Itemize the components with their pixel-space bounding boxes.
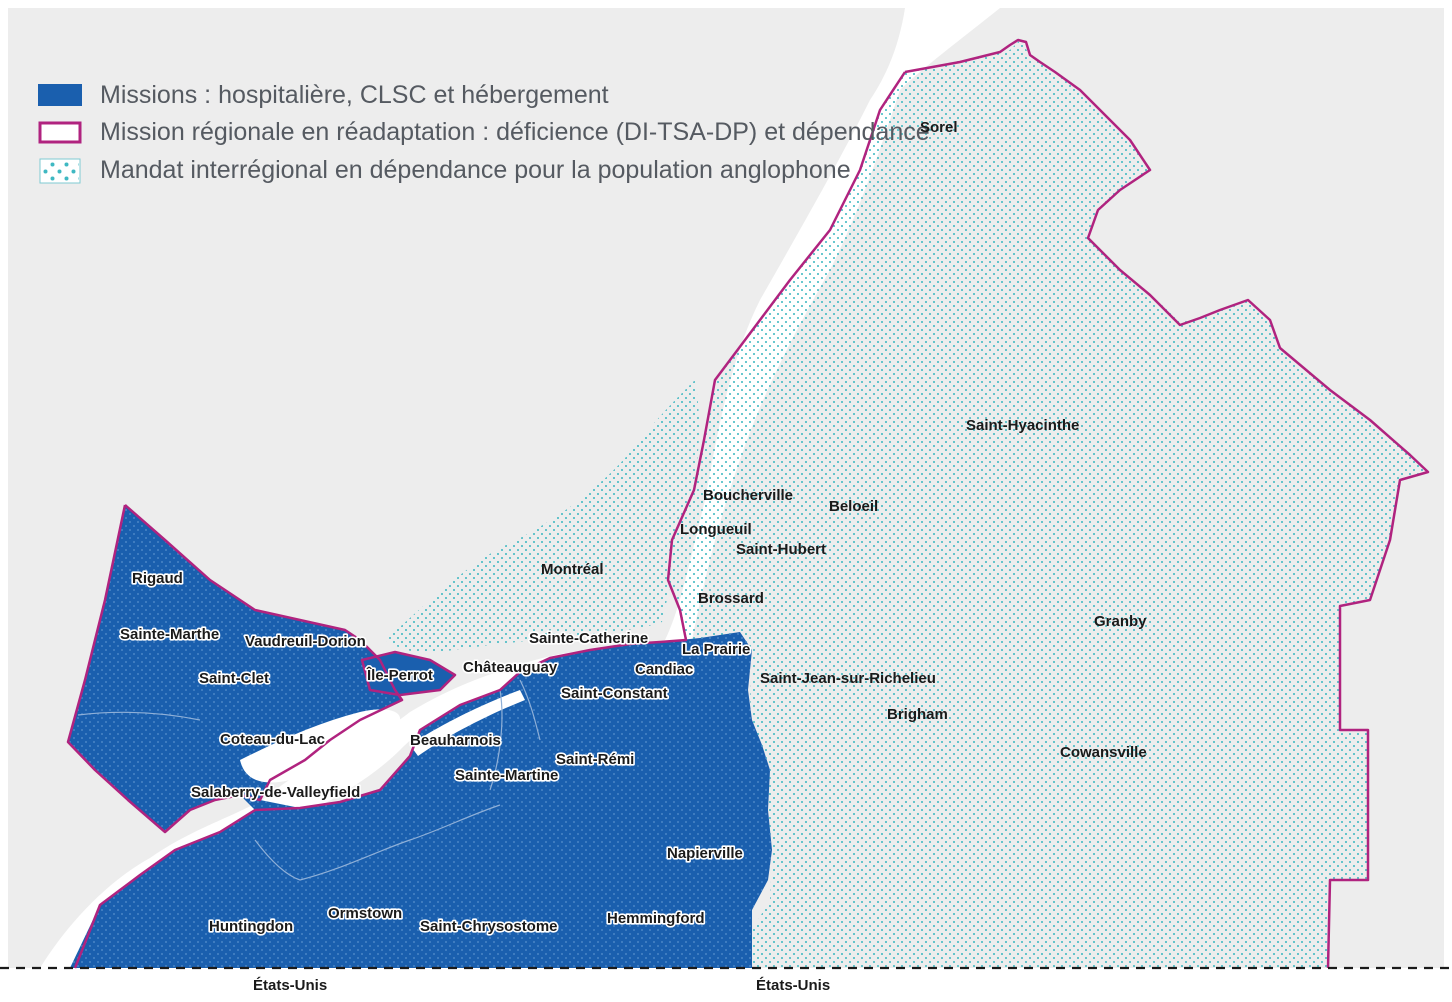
missions-region-dots (68, 505, 772, 968)
label-beauharnois: Beauharnois (410, 732, 501, 749)
label-cowansville: Cowansville (1060, 744, 1147, 761)
legend-label-missions: Missions : hospitalière, CLSC et héberge… (100, 81, 609, 109)
label-boucherville: Boucherville (703, 487, 793, 504)
label-brossard: Brossard (698, 590, 764, 607)
place-labels-halo: Rigaud Sainte-Marthe Vaudreuil-Dorion Sa… (118, 568, 752, 936)
label-granby: Granby (1094, 613, 1147, 630)
legend-label-readaptation: Mission régionale en réadaptation : défi… (100, 118, 930, 146)
rivers (77, 679, 541, 881)
border-label-right: États-Unis (756, 977, 830, 994)
label-sainte-catherine: Sainte-Catherine (529, 630, 648, 647)
label-chateauguay: Châteauguay (463, 659, 558, 676)
label-hemmingford: Hemmingford (607, 910, 705, 927)
readaptation-outline (66, 38, 1430, 969)
place-labels: Sorel Saint-Hyacinthe Boucherville Beloe… (541, 119, 1147, 761)
label-brigham: Brigham (887, 706, 948, 723)
label-coteau-du-lac: Coteau-du-Lac (220, 731, 325, 748)
legend-label-anglophone: Mandat interrégional en dépendance pour … (100, 156, 851, 184)
label-sainte-marthe: Sainte-Marthe (120, 626, 219, 643)
label-vaudreuil-dorion: Vaudreuil-Dorion (245, 633, 366, 650)
legend-swatch-readaptation (38, 121, 82, 144)
label-ile-perrot: Île-Perrot (366, 666, 433, 684)
border-label-left: États-Unis (253, 977, 327, 994)
label-saint-hyacinthe: Saint-Hyacinthe (966, 417, 1079, 434)
label-sainte-martine: Sainte-Martine (455, 767, 558, 784)
canal-beauharnois (410, 690, 525, 756)
label-napierville: Napierville (667, 845, 743, 862)
label-beloeil: Beloeil (829, 498, 878, 515)
label-longueuil: Longueuil (680, 521, 752, 538)
label-sorel: Sorel (920, 119, 958, 136)
ile-perrot-island (362, 652, 455, 695)
legend-swatch-anglophone-dots (41, 160, 79, 182)
lac-saint-francois (240, 709, 401, 783)
label-saint-chrysostome: Saint-Chrysostome (420, 918, 558, 935)
label-rigaud: Rigaud (132, 570, 183, 587)
label-saint-constant: Saint-Constant (561, 685, 668, 702)
label-salaberry: Salaberry-de-Valleyfield (191, 784, 360, 801)
readaptation-region (668, 40, 1428, 968)
label-huntingdon: Huntingdon (209, 918, 293, 935)
label-saint-hubert: Saint-Hubert (736, 541, 826, 558)
legend-swatch-missions (38, 84, 82, 106)
label-saint-jean: Saint-Jean-sur-Richelieu (760, 670, 936, 687)
label-saint-remi: Saint-Rémi (556, 751, 634, 768)
montreal-island (385, 380, 700, 653)
label-montreal: Montréal (541, 561, 604, 578)
label-saint-clet: Saint-Clet (199, 670, 269, 687)
label-ormstown: Ormstown (328, 905, 402, 922)
legend: Missions : hospitalière, CLSC et héberge… (38, 81, 930, 184)
st-lawrence-river (40, 8, 1000, 968)
label-la-prairie: La Prairie (682, 641, 750, 658)
label-candiac: Candiac (635, 661, 693, 678)
